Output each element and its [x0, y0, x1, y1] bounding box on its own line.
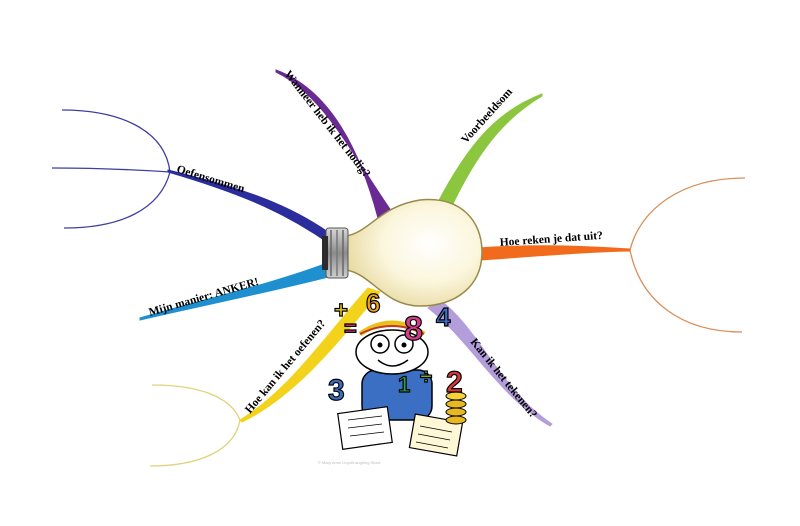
- branch-hoe-reken: [477, 245, 631, 261]
- oefenen-sub-branches: [149, 384, 241, 467]
- oefensommen-sub-branches: [51, 109, 171, 229]
- svg-text:6: 6: [366, 288, 380, 318]
- svg-text:2: 2: [446, 366, 463, 399]
- svg-text:8: 8: [404, 310, 423, 348]
- branch-tekenen: [427, 299, 553, 427]
- svg-text:÷: ÷: [420, 364, 432, 389]
- hoe-reken-sub-branches: [629, 177, 746, 333]
- svg-text:1: 1: [398, 372, 410, 397]
- label-tekenen: Kan ik het tekenen?: [468, 336, 540, 420]
- svg-text:=: =: [344, 316, 357, 341]
- svg-text:+: +: [334, 297, 348, 324]
- hoe-reken-sub-bottom: [629, 249, 743, 333]
- label-wanneer: Wanneer heb ik het nodig?: [282, 68, 373, 180]
- branch-oefenen: [239, 287, 381, 423]
- lightbulb-icon: [322, 198, 483, 307]
- branch-anker: [139, 261, 333, 321]
- clipart-credit: © Mary Anne Lloyd/Laughing Stock: [318, 460, 381, 465]
- oefenen-sub-bottom: [149, 419, 241, 467]
- label-oefenen: Hoe kan ik het oefenen?: [243, 317, 328, 415]
- svg-text:4: 4: [436, 302, 451, 332]
- oefensommen-sub-bottom: [63, 171, 171, 229]
- branch-wanneer: [275, 69, 393, 219]
- hoe-reken-sub-top: [629, 177, 746, 251]
- oefensommen-sub-top: [61, 109, 171, 173]
- math-kid-clipart-icon: 6 8 3 2 4 1 + ÷ = © Mary Anne Lloyd/Laug…: [318, 287, 467, 465]
- label-oefensommen: Oefensommen: [175, 163, 246, 195]
- oefenen-sub-top: [151, 384, 241, 421]
- branch-oefensommen: [167, 169, 331, 246]
- branch-voorbeeldsom: [435, 93, 543, 211]
- svg-text:3: 3: [328, 374, 345, 407]
- main-branches: [139, 69, 631, 427]
- oefensommen-sub-mid: [51, 167, 171, 173]
